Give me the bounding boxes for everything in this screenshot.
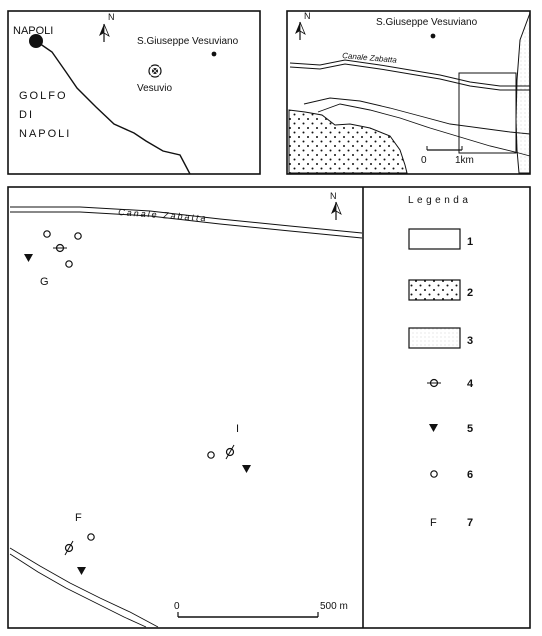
open-circle-icon bbox=[65, 260, 73, 268]
gulf-label-1: GOLFO bbox=[19, 90, 68, 102]
legend-item-4: 4 bbox=[427, 378, 474, 390]
light-box bbox=[408, 327, 461, 349]
legend: Legenda 1 2 3 4 5 6 F 7 bbox=[408, 195, 474, 529]
legend-label: 4 bbox=[467, 378, 474, 390]
road-line bbox=[9, 553, 147, 628]
main-map: Canale Zabatta N G I bbox=[7, 186, 531, 629]
north-arrow-icon: N bbox=[330, 191, 342, 220]
site-i: I bbox=[207, 423, 251, 473]
dotted-terrain-area bbox=[288, 109, 408, 174]
letter-f: F bbox=[430, 517, 437, 529]
town-label: S.Giuseppe Vesuviano bbox=[137, 36, 239, 47]
town-label: S.Giuseppe Vesuviano bbox=[376, 17, 478, 28]
crossed-circle-icon bbox=[64, 540, 74, 556]
scale-label: 1km bbox=[455, 155, 474, 166]
city-label: NAPOLI bbox=[13, 25, 53, 37]
canal-label: Canale Zabatta bbox=[118, 207, 208, 223]
north-label: N bbox=[304, 11, 311, 21]
north-arrow-icon: N bbox=[295, 11, 311, 40]
scale-bar: 0 500 m bbox=[174, 601, 348, 618]
scale-label: 500 m bbox=[320, 601, 348, 612]
legend-label: 7 bbox=[467, 517, 473, 529]
crossed-circle-icon bbox=[225, 444, 235, 460]
inset-left-frame bbox=[7, 10, 261, 175]
open-circle-icon bbox=[207, 451, 215, 459]
canal-label: Canale Zabatta bbox=[342, 51, 398, 65]
coastline bbox=[35, 40, 191, 175]
legend-item-5: 5 bbox=[429, 423, 473, 435]
road-line bbox=[9, 547, 159, 628]
down-triangle-icon bbox=[77, 567, 86, 575]
town-dot bbox=[211, 51, 217, 57]
scale-zero: 0 bbox=[174, 601, 180, 612]
open-circle-icon bbox=[87, 533, 95, 541]
site-f-label: F bbox=[75, 512, 82, 524]
napoli-city-dot bbox=[29, 34, 43, 48]
north-label: N bbox=[330, 191, 337, 201]
open-circle-icon bbox=[74, 232, 82, 240]
dotted-box bbox=[408, 279, 461, 301]
light-terrain-area bbox=[515, 12, 531, 174]
legend-label: 6 bbox=[467, 469, 473, 481]
legend-item-6: 6 bbox=[430, 469, 473, 481]
site-i-label: I bbox=[236, 423, 239, 435]
volcano-label: Vesuvio bbox=[137, 83, 172, 94]
site-g-label: G bbox=[40, 276, 49, 288]
legend-item-1: 1 bbox=[408, 228, 473, 250]
volcano-icon bbox=[148, 64, 162, 78]
scale-zero: 0 bbox=[421, 155, 427, 166]
north-label: N bbox=[108, 12, 115, 22]
legend-item-7: F 7 bbox=[430, 517, 473, 529]
canal-line bbox=[289, 63, 530, 91]
town-dot bbox=[430, 33, 436, 39]
canal-line bbox=[289, 59, 530, 87]
legend-label: 5 bbox=[467, 423, 473, 435]
open-circle-icon bbox=[430, 470, 438, 478]
gulf-label-2: DI bbox=[19, 109, 34, 121]
crossed-circle-icon bbox=[53, 243, 67, 253]
canal-line bbox=[10, 211, 363, 239]
site-f: F bbox=[64, 512, 95, 575]
down-triangle-icon bbox=[24, 254, 33, 262]
open-circle-icon bbox=[43, 230, 51, 238]
canal-line bbox=[10, 206, 363, 234]
main-frame bbox=[7, 186, 531, 629]
down-triangle-icon bbox=[429, 424, 438, 432]
inset-area-map: N S.Giuseppe Vesuviano Canale Zabatta 0 … bbox=[286, 10, 531, 175]
road-line bbox=[303, 97, 531, 135]
legend-label: 2 bbox=[467, 287, 473, 299]
legend-label: 3 bbox=[467, 335, 473, 347]
empty-box bbox=[408, 228, 461, 250]
legend-label: 1 bbox=[467, 236, 473, 248]
legend-item-3: 3 bbox=[408, 327, 473, 349]
gulf-label-3: NAPOLI bbox=[19, 128, 71, 140]
legend-item-2: 2 bbox=[408, 279, 473, 301]
site-g: G bbox=[24, 230, 82, 288]
legend-title: Legenda bbox=[408, 195, 471, 206]
study-area-box bbox=[458, 72, 517, 154]
inset-location-map: NAPOLI GOLFO DI NAPOLI N S.Giuseppe Vesu… bbox=[7, 10, 261, 175]
road-line bbox=[317, 103, 531, 157]
down-triangle-icon bbox=[242, 465, 251, 473]
north-arrow-icon: N bbox=[99, 12, 115, 42]
